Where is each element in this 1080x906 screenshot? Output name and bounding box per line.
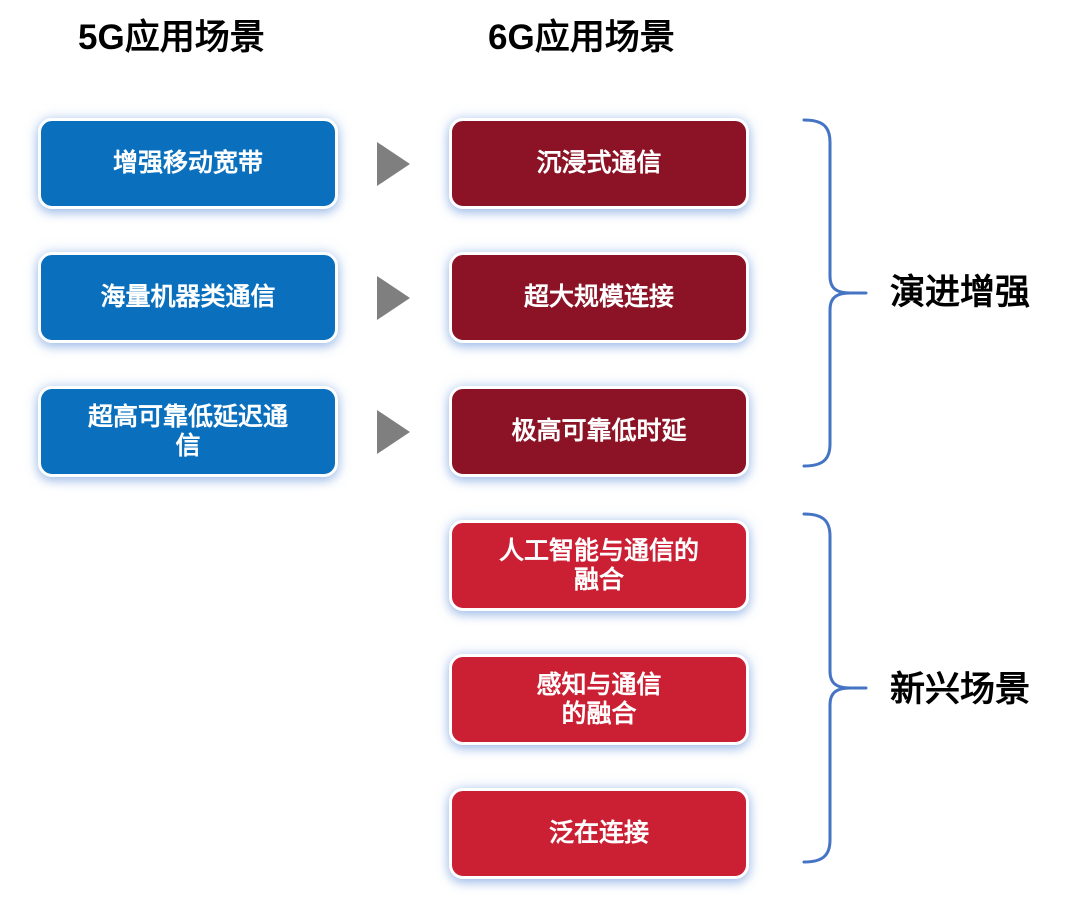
scenario-box-6g-4-line-2: 融合 (573, 565, 624, 594)
scenario-box-6g-5-text: 感知与通信 的融合 (530, 671, 667, 729)
scenario-box-6g-4[interactable]: 人工智能与通信的 融合 (449, 520, 749, 611)
scenario-box-5g-3-line-1: 超高可靠低延迟通 (87, 402, 288, 431)
transition-arrow-icon-2 (377, 276, 410, 320)
group-label-evolution: 演进增强 (890, 273, 1031, 312)
scenario-box-6g-6[interactable]: 泛在连接 (449, 788, 749, 879)
column-header-6g: 6G应用场景 (488, 18, 675, 57)
scenario-box-5g-2[interactable]: 海量机器类通信 (38, 252, 338, 343)
scenario-box-6g-6-line-1: 泛在连接 (548, 819, 649, 847)
scenario-box-6g-3[interactable]: 极高可靠低时延 (449, 386, 749, 477)
scenario-box-5g-1-line-1: 增强移动宽带 (112, 149, 263, 177)
scenario-box-5g-3-line-2: 信 (175, 431, 201, 460)
scenario-box-5g-3[interactable]: 超高可靠低延迟通 信 (38, 386, 338, 477)
group-bracket-evolution (802, 118, 868, 468)
column-header-5g: 5G应用场景 (78, 18, 265, 57)
transition-arrow-icon-1 (377, 142, 410, 186)
scenario-box-6g-2[interactable]: 超大规模连接 (449, 252, 749, 343)
scenario-box-6g-1-line-1: 沉浸式通信 (536, 149, 662, 177)
scenario-box-5g-2-line-1: 海量机器类通信 (100, 283, 276, 311)
scenario-box-6g-5[interactable]: 感知与通信 的融合 (449, 654, 749, 745)
scenario-box-5g-1[interactable]: 增强移动宽带 (38, 118, 338, 209)
scenario-box-6g-5-line-1: 感知与通信 (536, 670, 662, 699)
group-bracket-emerging (802, 512, 868, 864)
group-label-emerging: 新兴场景 (890, 670, 1031, 709)
scenario-box-6g-2-line-1: 超大规模连接 (523, 283, 674, 311)
scenario-box-6g-3-line-1: 极高可靠低时延 (511, 417, 687, 445)
scenario-box-6g-4-line-1: 人工智能与通信的 (498, 536, 699, 565)
transition-arrow-icon-3 (377, 410, 410, 454)
scenario-box-5g-3-text: 超高可靠低延迟通 信 (82, 403, 294, 461)
scenario-box-6g-1[interactable]: 沉浸式通信 (449, 118, 749, 209)
scenario-box-6g-5-line-2: 的融合 (561, 699, 637, 728)
scenario-box-6g-4-text: 人工智能与通信的 融合 (493, 537, 705, 595)
